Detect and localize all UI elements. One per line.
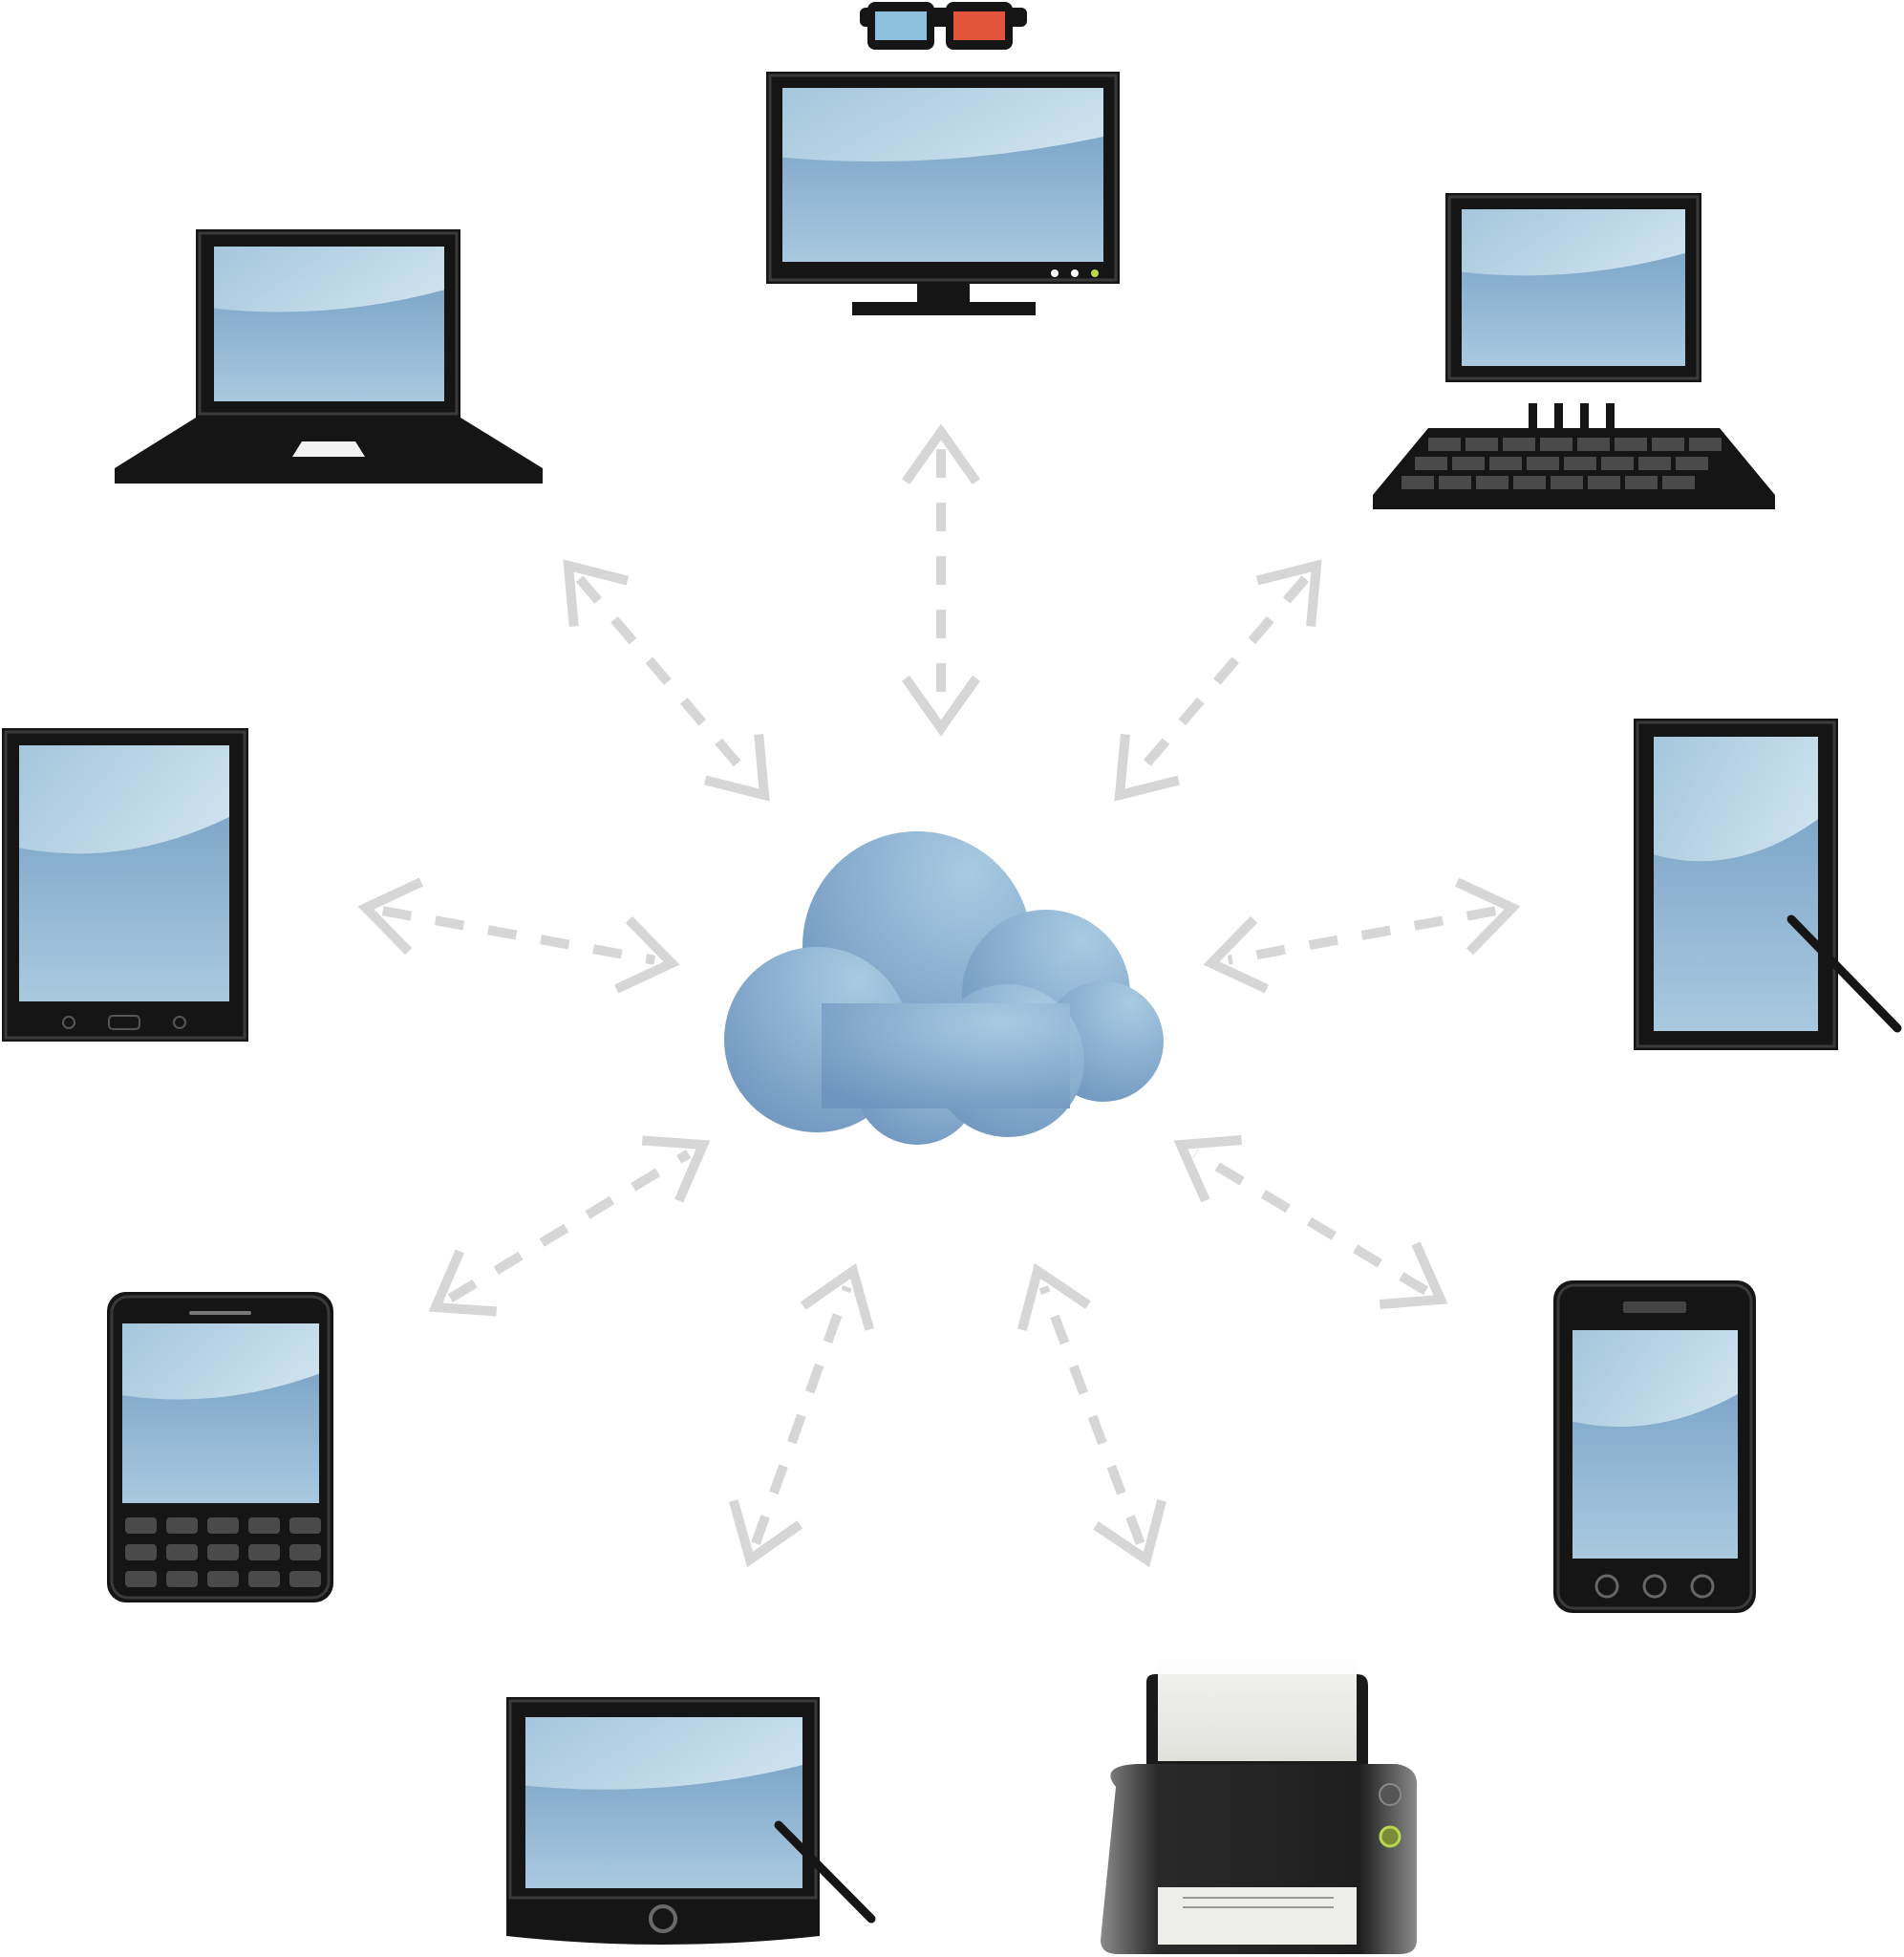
desktop-computer-icon	[1373, 193, 1775, 509]
arrow-cloud-to-stylus-tablet-portrait	[1203, 877, 1521, 994]
arrow-cloud-to-stylus-tablet-landscape	[728, 1262, 875, 1568]
arrowhead	[1379, 1241, 1448, 1310]
dotted-connector	[381, 906, 656, 965]
key	[1476, 476, 1508, 489]
tablet-icon	[2, 728, 248, 1042]
dotted-connector	[1038, 1285, 1145, 1545]
connection-arrows	[357, 423, 1521, 1568]
arrowhead	[1255, 559, 1322, 628]
key	[289, 1571, 321, 1587]
key	[207, 1544, 239, 1560]
phone-keypad	[125, 1517, 321, 1587]
key	[1689, 438, 1722, 451]
arrow-cloud-to-tablet	[357, 877, 680, 994]
arrowhead	[428, 1249, 498, 1317]
arrowhead	[1017, 1262, 1091, 1332]
arrowhead	[614, 915, 680, 994]
tv-3d-glasses-icon	[766, 2, 1120, 315]
key	[166, 1517, 198, 1534]
arrowhead	[1203, 915, 1270, 994]
key	[1676, 457, 1708, 470]
key	[1615, 438, 1647, 451]
key	[1551, 476, 1583, 489]
key	[125, 1544, 157, 1560]
cloud-icon	[724, 831, 1164, 1145]
key	[1662, 476, 1695, 489]
key	[1489, 457, 1522, 470]
key	[1638, 457, 1671, 470]
arrow-cloud-to-keyboard-phone	[428, 1135, 711, 1317]
dotted-connector	[1192, 1149, 1429, 1296]
arrowhead	[800, 1262, 875, 1331]
key	[1465, 438, 1498, 451]
printer-icon	[1101, 1656, 1418, 1954]
dotted-connector	[575, 575, 758, 785]
dotted-connector	[447, 1150, 692, 1302]
key	[166, 1571, 198, 1587]
arrow-cloud-to-smartphone	[1173, 1134, 1448, 1310]
arrowhead	[563, 559, 630, 628]
key	[166, 1544, 198, 1560]
key	[207, 1571, 239, 1587]
smartphone-icon	[1553, 1280, 1756, 1613]
stylus-tablet-icon	[1634, 719, 1902, 1050]
key	[289, 1544, 321, 1560]
laptop-icon	[115, 229, 543, 484]
key	[1439, 476, 1471, 489]
key	[1564, 457, 1596, 470]
key	[1540, 438, 1572, 451]
dotted-connector	[751, 1285, 852, 1545]
arrowhead	[902, 676, 980, 737]
arrowhead	[728, 1499, 803, 1568]
arrowhead	[1454, 877, 1521, 956]
key	[125, 1517, 157, 1534]
key	[1601, 457, 1634, 470]
key	[1527, 457, 1559, 470]
arrowhead	[357, 877, 423, 956]
arrow-cloud-to-tv-3d	[902, 423, 980, 737]
arrowhead	[1093, 1498, 1166, 1568]
arrow-cloud-to-desktop	[1114, 559, 1322, 802]
arrow-cloud-to-laptop	[563, 559, 770, 802]
key	[1652, 438, 1684, 451]
dotted-connector	[1227, 906, 1497, 965]
key	[207, 1517, 239, 1534]
arrow-cloud-to-printer	[1017, 1262, 1166, 1568]
key	[1401, 476, 1434, 489]
key	[1513, 476, 1546, 489]
key	[1452, 457, 1485, 470]
key	[289, 1517, 321, 1534]
key	[1428, 438, 1461, 451]
arrowhead	[1173, 1134, 1243, 1203]
key	[248, 1544, 280, 1560]
key	[125, 1571, 157, 1587]
key	[248, 1517, 280, 1534]
arrowhead	[703, 733, 770, 802]
pen-tablet-icon	[506, 1697, 876, 1945]
keyboard-phone-icon	[107, 1292, 333, 1602]
3d-glasses-icon	[860, 2, 1027, 50]
key	[1625, 476, 1658, 489]
key	[1588, 476, 1620, 489]
arrowhead	[902, 423, 980, 484]
key	[1503, 438, 1535, 451]
key	[1415, 457, 1447, 470]
dotted-connector	[1126, 575, 1310, 785]
key	[1577, 438, 1610, 451]
key	[248, 1571, 280, 1587]
keyboard-keys	[1401, 438, 1722, 489]
arrowhead	[641, 1135, 711, 1203]
arrowhead	[1114, 733, 1181, 802]
